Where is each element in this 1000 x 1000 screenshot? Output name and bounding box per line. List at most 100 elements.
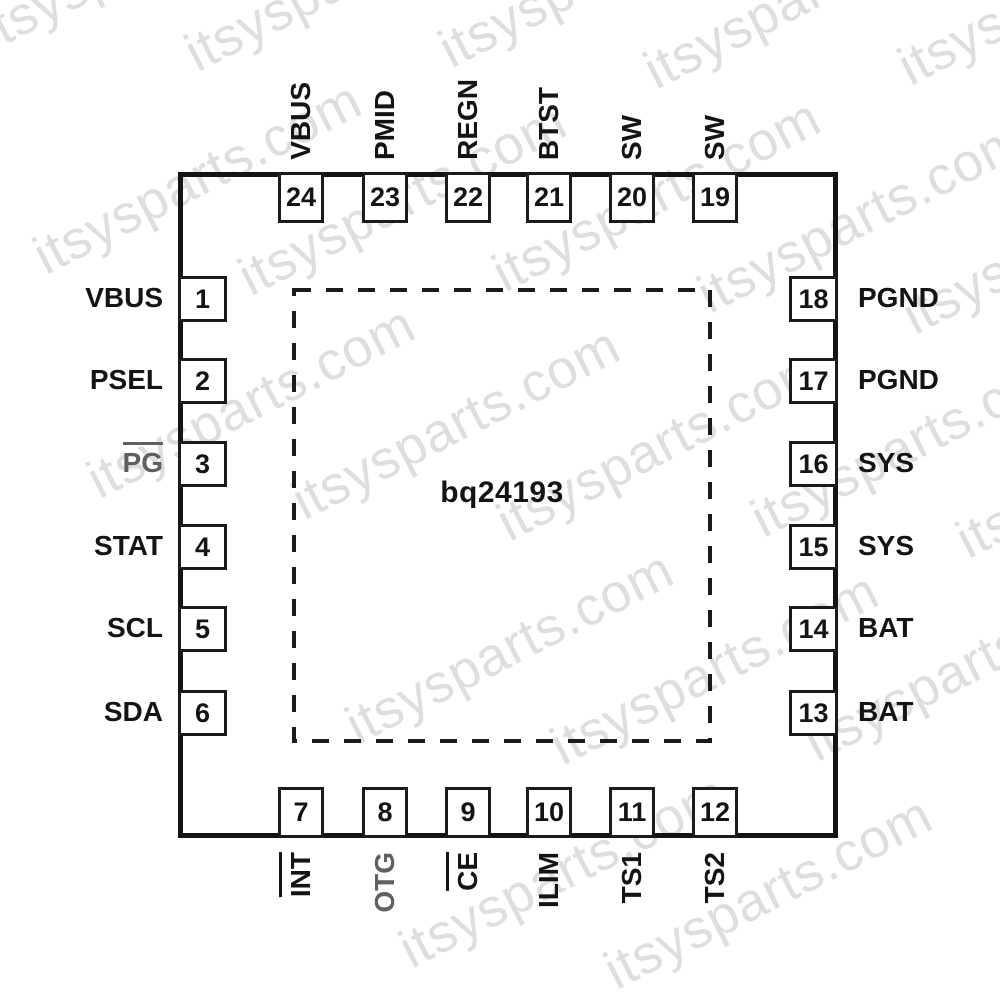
pin-12-label: TS2: [699, 852, 730, 904]
pin-19-label-text: SW: [699, 114, 730, 160]
pin-17-label: PGND: [858, 363, 939, 397]
pin-6-label: SDA: [20, 695, 163, 729]
pin-19-label: SW: [699, 114, 730, 160]
pin-11-number: 11: [617, 797, 647, 827]
pin-16-label: SYS: [858, 446, 914, 480]
pin-13-label: BAT: [858, 695, 913, 729]
pin-9-box: 9: [445, 787, 491, 838]
pin-19-number: 19: [699, 182, 731, 212]
pin-23-label-text: PMID: [369, 90, 400, 160]
pin-7-label-text: INT: [279, 852, 316, 898]
pin-16-number: 16: [798, 448, 829, 479]
pin-18-label-text: PGND: [858, 282, 939, 313]
pin-5-number: 5: [194, 613, 211, 644]
pin-22-number: 22: [452, 182, 484, 212]
pin-13-number: 13: [798, 697, 829, 728]
pin-15-label-text: SYS: [858, 530, 915, 561]
pin-18-label: PGND: [858, 281, 939, 315]
pin-4-number: 4: [194, 531, 211, 562]
pin-11-label-text: TS1: [616, 852, 647, 904]
pin-10-label-text: ILIM: [533, 852, 564, 908]
pin-14-label: BAT: [858, 611, 913, 645]
pin-5-label: SCL: [20, 611, 163, 645]
pin-21-number: 21: [533, 182, 565, 212]
pin-8-label-text: OTG: [369, 852, 400, 913]
pin-2-label-text: PSEL: [89, 364, 163, 395]
pin-13-box: 13: [789, 690, 838, 736]
pin-6-label-text: SDA: [103, 696, 163, 727]
pin-5-box: 5: [178, 606, 227, 652]
pin-21-label: BTST: [533, 86, 564, 160]
pin-17-label-text: PGND: [858, 364, 939, 395]
pin-13-label-text: BAT: [858, 696, 914, 727]
pin-18-box: 18: [789, 276, 838, 322]
pin-15-box: 15: [789, 524, 838, 570]
pin-16-box: 16: [789, 441, 838, 487]
pin-10-box: 10: [526, 787, 572, 838]
pin-22-label-text: REGN: [452, 79, 483, 160]
pin-20-label-text: SW: [616, 114, 647, 160]
pin-14-number: 14: [798, 613, 829, 644]
package-outline: [178, 172, 838, 838]
pin-9-label-text: CE: [446, 852, 483, 891]
pin-20-number: 20: [616, 182, 648, 212]
pin-7-label: INT: [279, 852, 316, 898]
pin-4-box: 4: [178, 524, 227, 570]
pin-2-label: PSEL: [20, 363, 163, 397]
pin-24-number: 24: [285, 182, 317, 212]
pin-24-box: 24: [278, 172, 324, 223]
pin-14-label-text: BAT: [858, 612, 914, 643]
pin-8-number: 8: [377, 797, 393, 827]
pin-9-number: 9: [460, 797, 476, 827]
pin-11-label: TS1: [616, 852, 647, 904]
pin-23-box: 23: [362, 172, 408, 223]
chip-name: bq24193: [440, 476, 564, 509]
pin-10-label: ILIM: [533, 852, 564, 908]
pin-3-label: PG: [20, 442, 163, 480]
pin-12-box: 12: [692, 787, 738, 838]
pin-6-number: 6: [194, 697, 211, 728]
pin-8-box: 8: [362, 787, 408, 838]
pin-4-label: STAT: [20, 529, 163, 563]
pin-12-label-text: TS2: [699, 852, 730, 904]
pin-23-label: PMID: [369, 90, 400, 160]
pin-17-box: 17: [789, 358, 838, 404]
pin-3-box: 3: [178, 441, 227, 487]
pin-7-number: 7: [293, 797, 309, 827]
pin-21-label-text: BTST: [533, 86, 564, 160]
pin-23-number: 23: [369, 182, 401, 212]
pin-2-box: 2: [178, 358, 227, 404]
pin-16-label-text: SYS: [858, 447, 915, 478]
pin-18-number: 18: [798, 283, 829, 314]
pin-17-number: 17: [798, 365, 829, 396]
pin-15-number: 15: [798, 531, 829, 562]
pin-8-label: OTG: [369, 852, 400, 913]
pin-5-label-text: SCL: [107, 612, 163, 643]
pin-24-label: VBUS: [285, 82, 316, 160]
pin-1-label-text: VBUS: [85, 282, 163, 313]
pin-1-number: 1: [194, 283, 211, 314]
pin-1-label: VBUS: [20, 281, 163, 315]
pin-14-box: 14: [789, 606, 838, 652]
pin-7-box: 7: [278, 787, 324, 838]
pin-10-number: 10: [533, 797, 565, 827]
pin-20-label: SW: [616, 114, 647, 160]
pin-22-box: 22: [445, 172, 491, 223]
pin-1-box: 1: [178, 276, 227, 322]
pin-21-box: 21: [526, 172, 572, 223]
pin-24-label-text: VBUS: [285, 82, 316, 160]
pin-15-label: SYS: [858, 529, 914, 563]
pin-4-label-text: STAT: [94, 530, 163, 561]
pin-20-box: 20: [609, 172, 655, 223]
pin-3-label-text: PG: [122, 442, 163, 478]
pin-19-box: 19: [692, 172, 738, 223]
pin-2-number: 2: [194, 365, 211, 396]
pin-12-number: 12: [699, 797, 731, 827]
pin-22-label: REGN: [452, 79, 483, 160]
pin-9-label: CE: [446, 852, 483, 891]
pin-11-box: 11: [609, 787, 655, 838]
pin-3-number: 3: [194, 448, 211, 479]
